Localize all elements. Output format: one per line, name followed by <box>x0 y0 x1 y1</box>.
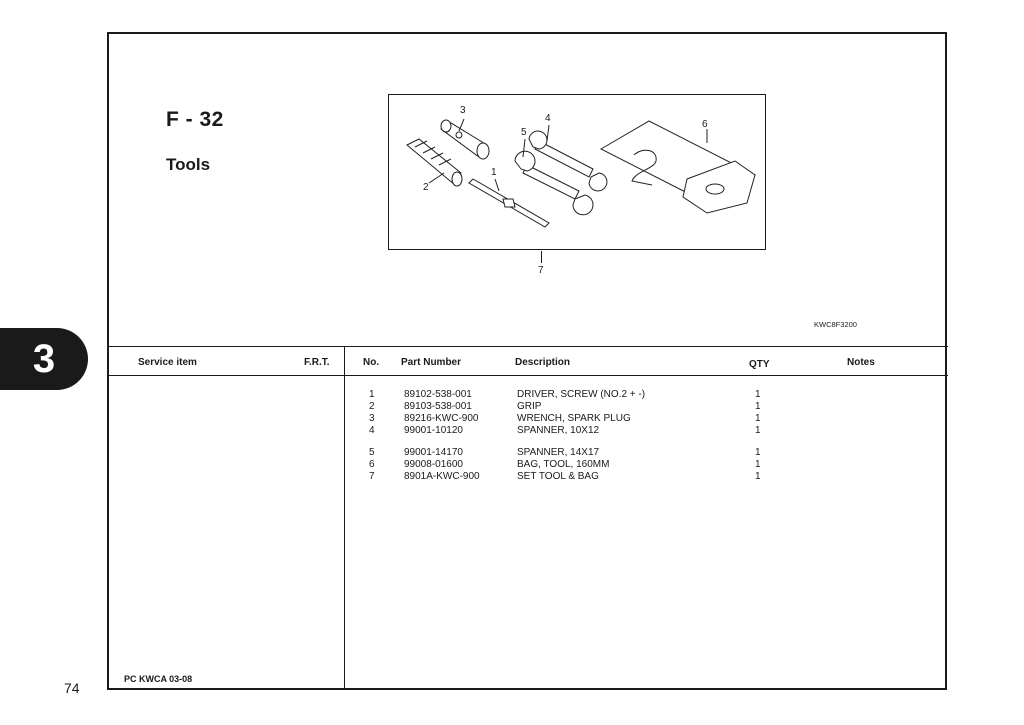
row-description: GRIP <box>517 401 542 412</box>
row-part-number: 89102-538-001 <box>404 389 472 400</box>
row-no: 1 <box>369 389 375 400</box>
table-top-rule <box>108 346 948 347</box>
header-no: No. <box>363 357 380 368</box>
callout-5: 5 <box>521 127 527 138</box>
parts-illustration <box>388 94 766 250</box>
row-description: SPANNER, 14X17 <box>517 447 600 458</box>
row-description: DRIVER, SCREW (NO.2 + -) <box>517 389 646 400</box>
header-service-item: Service item <box>138 357 197 368</box>
row-qty: 1 <box>755 425 761 436</box>
row-no: 3 <box>369 413 375 424</box>
row-qty: 1 <box>755 447 761 458</box>
callout-7: 7 <box>538 265 544 276</box>
callout-7-leader <box>541 251 542 263</box>
row-part-number: 89103-538-001 <box>404 401 472 412</box>
spark-plug-wrench-icon <box>440 119 490 160</box>
grip-icon <box>406 138 463 187</box>
page-number: 74 <box>64 680 80 696</box>
row-qty: 1 <box>755 401 761 412</box>
header-part-number: Part Number <box>401 357 462 368</box>
row-no: 7 <box>369 471 375 482</box>
spanner-14x17-icon <box>514 150 594 216</box>
row-part-number: 99001-10120 <box>404 425 463 436</box>
tool-bag-icon <box>599 120 757 214</box>
header-notes: Notes <box>847 357 875 368</box>
section-code: F - 32 <box>166 108 224 131</box>
callout-4: 4 <box>545 113 551 124</box>
callout-6: 6 <box>702 119 708 130</box>
row-description: SET TOOL & BAG <box>517 471 599 482</box>
callout-2: 2 <box>423 182 429 193</box>
row-part-number: 8901A-KWC-900 <box>404 471 480 482</box>
callout-3: 3 <box>460 105 466 116</box>
row-description: SPANNER, 10X12 <box>517 425 600 436</box>
row-no: 6 <box>369 459 375 470</box>
row-description: BAG, TOOL, 160MM <box>517 459 610 470</box>
row-qty: 1 <box>755 459 761 470</box>
row-no: 4 <box>369 425 375 436</box>
header-qty: QTY <box>749 359 770 370</box>
row-qty: 1 <box>755 389 761 400</box>
header-frt: F.R.T. <box>304 357 330 368</box>
spanner-10x12-icon <box>528 130 608 192</box>
chapter-tab: 3 <box>0 328 88 390</box>
screwdriver-icon <box>468 178 550 228</box>
row-part-number: 89216-KWC-900 <box>404 413 479 424</box>
row-qty: 1 <box>755 413 761 424</box>
callout-1: 1 <box>491 167 497 178</box>
illustration-ref-code: KWC8F3200 <box>814 320 857 329</box>
section-title: Tools <box>166 155 211 174</box>
table-column-divider <box>344 346 345 690</box>
table-header-rule <box>108 375 948 376</box>
header-description: Description <box>515 357 571 368</box>
row-part-number: 99008-01600 <box>404 459 463 470</box>
footer-code: PC KWCA 03-08 <box>124 674 193 684</box>
row-description: WRENCH, SPARK PLUG <box>517 413 631 424</box>
row-no: 2 <box>369 401 375 412</box>
row-no: 5 <box>369 447 375 458</box>
row-part-number: 99001-14170 <box>404 447 463 458</box>
catalog-page-frame <box>107 32 947 690</box>
row-qty: 1 <box>755 471 761 482</box>
